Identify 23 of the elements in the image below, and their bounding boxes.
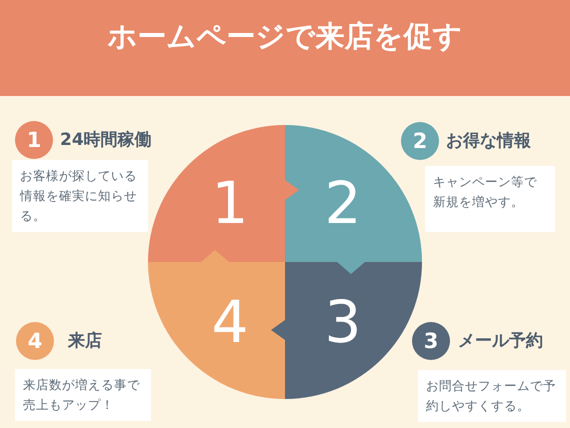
number-badge: 1: [15, 121, 53, 159]
step-number: 4: [210, 292, 250, 352]
heading: 来店: [68, 330, 102, 353]
description-text: お客様が探している情報を確実に知らせる。: [12, 160, 148, 232]
chevron-arrow: [201, 250, 229, 262]
step-number: 3: [324, 292, 362, 352]
quadrant-segment: [285, 262, 422, 399]
number-badge: 4: [16, 322, 54, 360]
heading: お得な情報: [446, 130, 531, 153]
chevron-arrow: [271, 320, 285, 340]
description-text: お問合せフォームで予約しやすくする。: [418, 370, 566, 422]
step-number: 1: [210, 173, 250, 233]
number-badge: 3: [412, 322, 450, 360]
step-number: 2: [324, 173, 362, 233]
title: ホームページで来店を促す: [106, 18, 464, 55]
chevron-arrow: [285, 180, 299, 200]
description-text: キャンペーン等で新規を増やす。: [425, 166, 555, 232]
chevron-arrow: [337, 262, 365, 274]
heading: メール予約: [458, 330, 543, 353]
heading: 24時間稼働: [60, 129, 152, 152]
number-badge: 2: [401, 122, 439, 160]
description-text: 来店数が増える事で売上もアップ！: [15, 369, 151, 421]
quadrant-segment: [148, 262, 285, 399]
